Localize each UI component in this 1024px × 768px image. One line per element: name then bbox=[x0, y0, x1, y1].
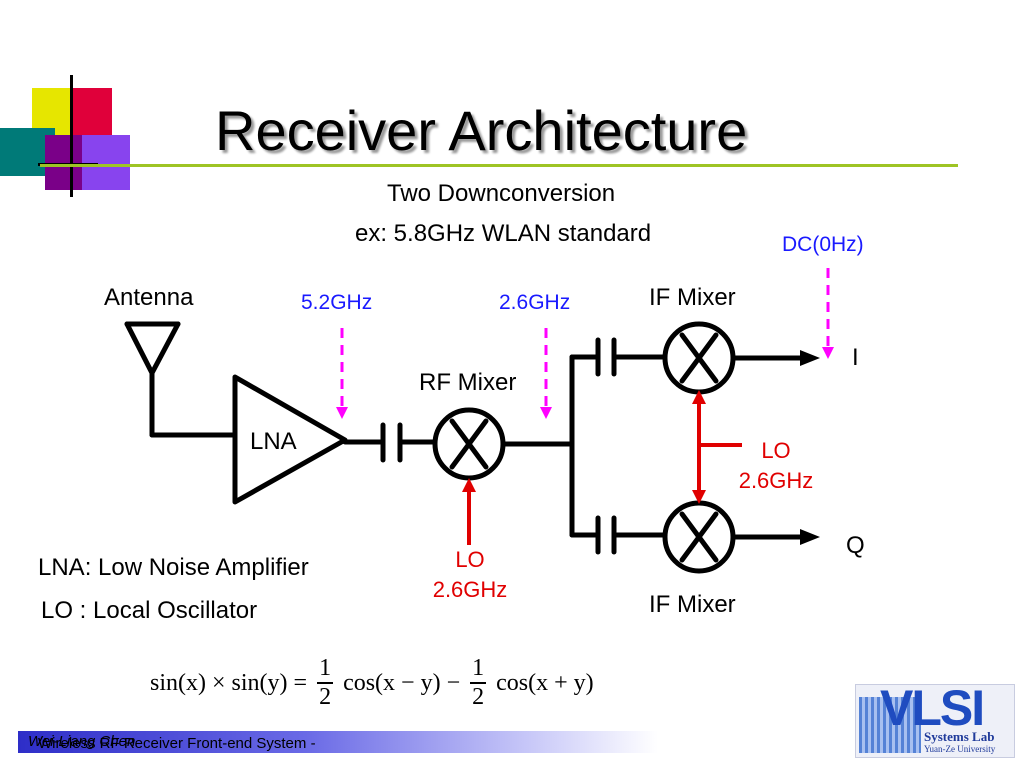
antenna-label: Antenna bbox=[104, 284, 194, 311]
lo-rf-arrowhead bbox=[462, 478, 476, 492]
logo-line2: Yuan-Ze University bbox=[924, 744, 996, 754]
lo-if-arrowhead-top bbox=[692, 390, 706, 404]
lo-rf-name: LO bbox=[455, 547, 485, 572]
decor-squares bbox=[0, 70, 140, 200]
formula-term1: cos(x − y) − bbox=[343, 669, 461, 696]
freq-2-6ghz-label: 2.6GHz bbox=[499, 291, 571, 314]
output-q-label: Q bbox=[846, 532, 865, 559]
frac2-den: 2 bbox=[472, 684, 485, 710]
frac1-num: 1 bbox=[317, 655, 334, 684]
if-mixer-bottom-label: IF Mixer bbox=[649, 591, 736, 618]
lna-amplifier bbox=[232, 374, 348, 505]
formula-fraction-1: 1 2 bbox=[317, 655, 334, 711]
logo-line1: Systems Lab bbox=[924, 729, 995, 744]
lo-definition: LO : Local Oscillator bbox=[41, 597, 258, 624]
lna-label: LNA bbox=[250, 428, 297, 455]
frac2-num: 1 bbox=[470, 655, 487, 684]
subtitle-line1: Two Downconversion bbox=[387, 180, 616, 207]
lo-if-arrowhead-bottom bbox=[692, 490, 706, 504]
footer-bar: Wireless RF Receiver Front-end System - … bbox=[18, 731, 658, 753]
rf-mixer-label: RF Mixer bbox=[419, 369, 517, 396]
page-title: Receiver Architecture bbox=[215, 99, 748, 162]
footer-text: Wireless RF Receiver Front-end System - … bbox=[28, 733, 316, 752]
frac1-den: 2 bbox=[319, 684, 332, 710]
lo-if-freq: 2.6GHz bbox=[738, 467, 814, 493]
title-underline bbox=[40, 164, 958, 167]
if-mixer-top-label: IF Mixer bbox=[649, 284, 736, 311]
logo-main-text: VLSI bbox=[880, 680, 985, 736]
subtitle-line2: ex: 5.8GHz WLAN standard bbox=[355, 220, 652, 247]
trig-identity-formula: sin(x) × sin(y) = 1 2 cos(x − y) − 1 2 c… bbox=[150, 655, 594, 711]
if-mixer-bottom bbox=[662, 500, 736, 574]
formula-term2: cos(x + y) bbox=[496, 669, 594, 696]
formula-lhs: sin(x) × sin(y) = bbox=[150, 669, 308, 696]
lo-if-name: LO bbox=[761, 438, 791, 463]
freq-5-2ghz-label: 5.2GHz bbox=[301, 291, 373, 314]
lo-rf-label: LO 2.6GHz bbox=[425, 545, 515, 604]
lna-definition: LNA: Low Noise Amplifier bbox=[38, 554, 309, 581]
output-i-arrow bbox=[800, 350, 820, 366]
formula-fraction-2: 1 2 bbox=[470, 655, 487, 711]
logo-chip-graphic bbox=[859, 697, 921, 753]
output-q-arrow bbox=[800, 529, 820, 545]
vlsi-logo: VLSI Systems Lab Yuan-Ze University bbox=[855, 680, 1015, 758]
rf-mixer bbox=[432, 407, 506, 481]
antenna-symbol bbox=[124, 321, 238, 438]
footer-course: Wireless RF Receiver Front-end System - bbox=[38, 735, 316, 752]
capacitor-1 bbox=[380, 422, 403, 463]
footer-author: Wei-Liang Chen bbox=[28, 733, 136, 750]
lo-if-label: LO 2.6GHz bbox=[728, 436, 824, 495]
lo-rf-freq: 2.6GHz bbox=[432, 576, 508, 602]
dc-label: DC(0Hz) bbox=[782, 233, 864, 256]
output-i-label: I bbox=[852, 344, 859, 371]
if-mixer-top bbox=[662, 321, 736, 395]
